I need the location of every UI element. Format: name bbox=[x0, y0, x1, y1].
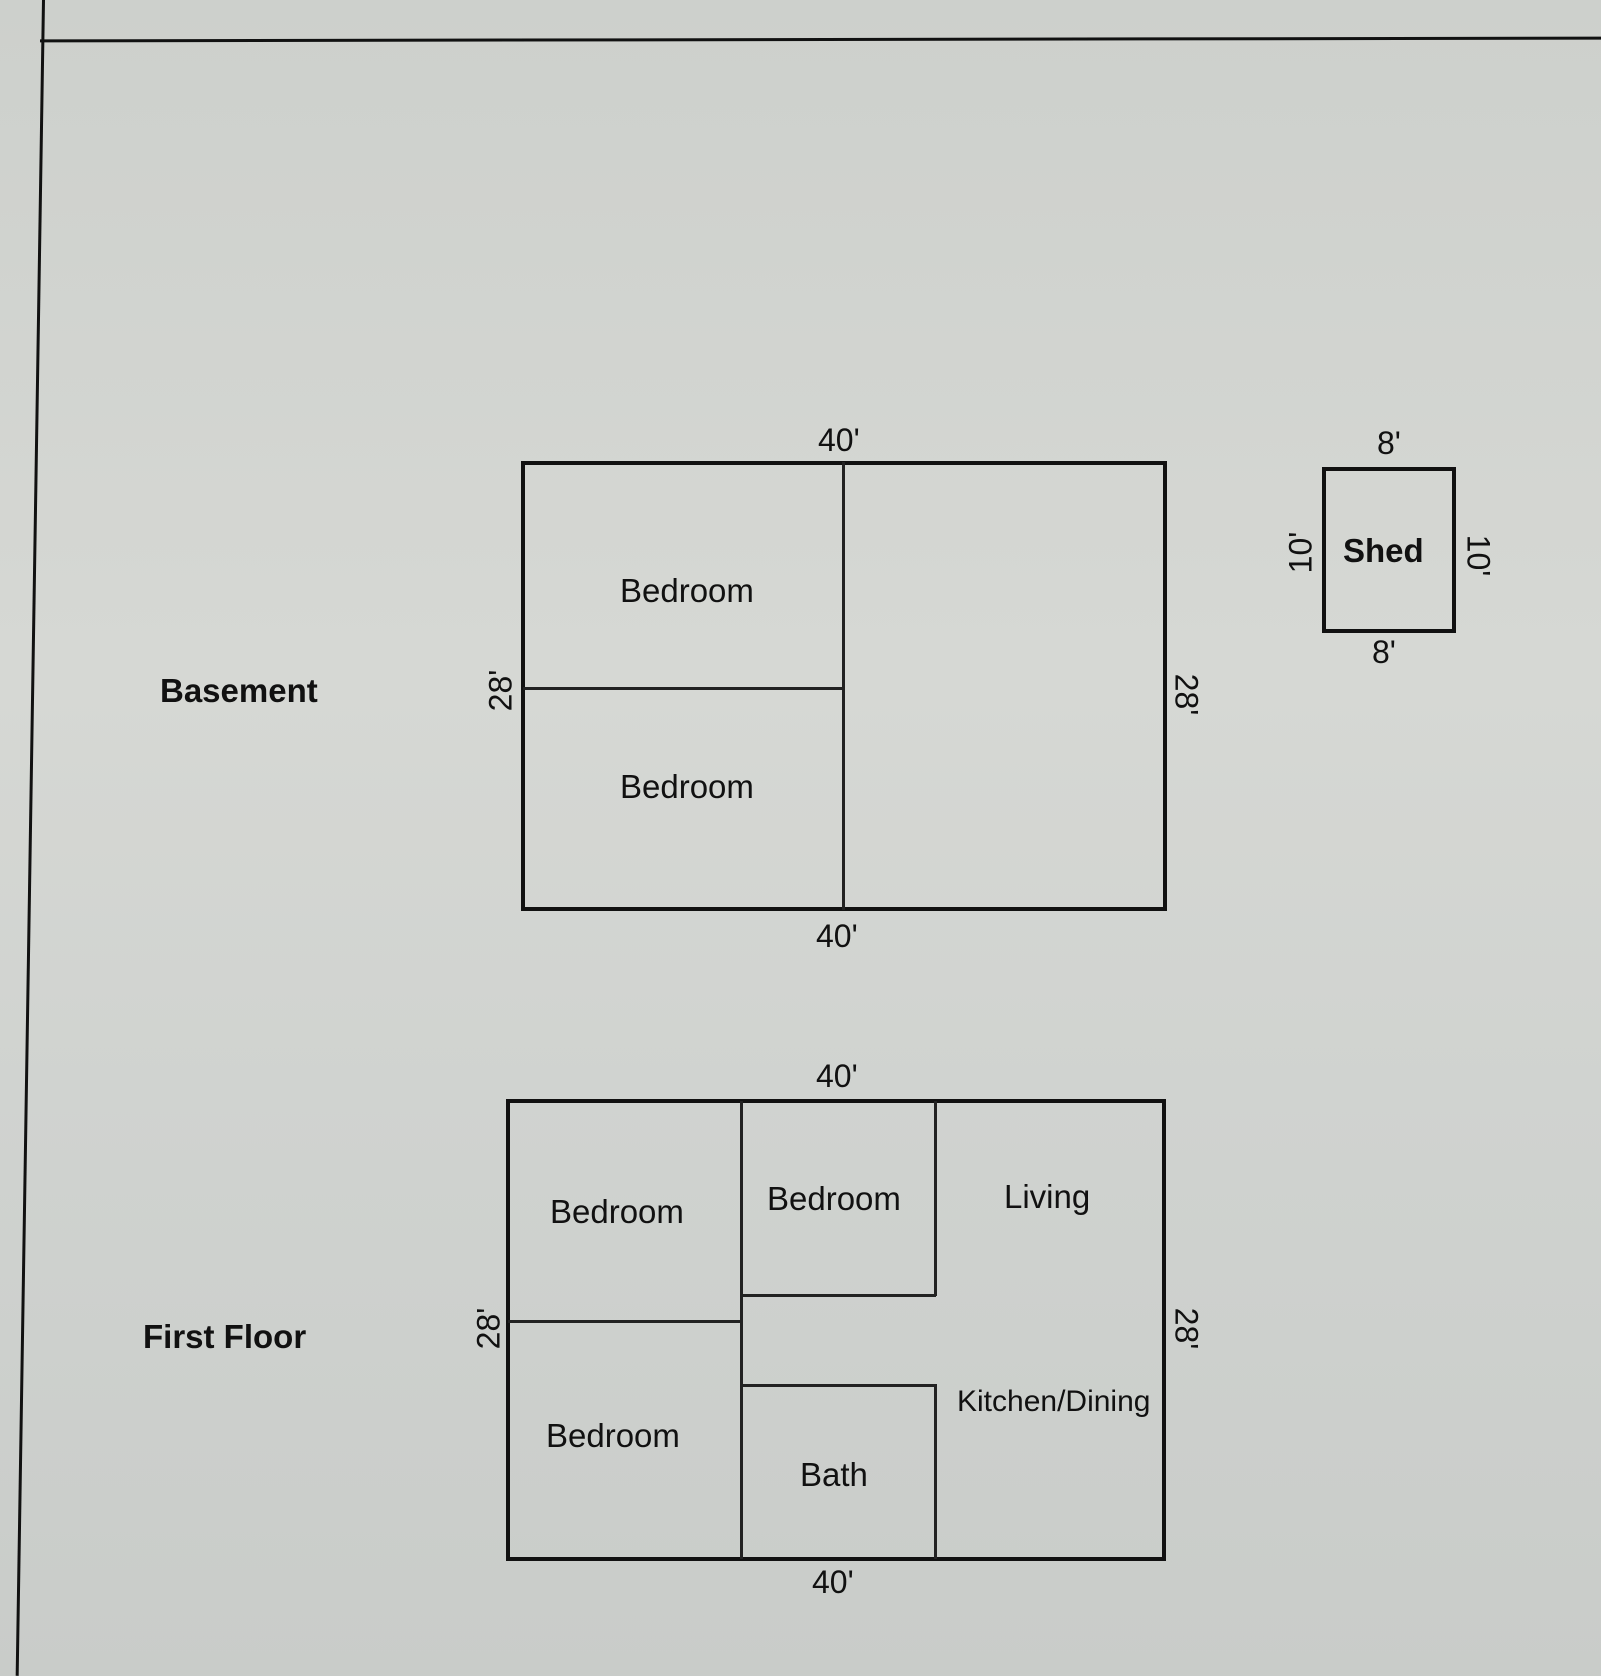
shed-dim-left: 10' bbox=[1282, 531, 1319, 574]
basement-dim-top: 40' bbox=[818, 422, 860, 458]
ff-wall-bedrooms-divider bbox=[508, 1320, 742, 1323]
ff-room-bedroom-2: Bedroom bbox=[767, 1180, 901, 1217]
basement-label: Basement bbox=[160, 672, 318, 709]
shed-dim-right: 10' bbox=[1460, 534, 1497, 577]
basement-dim-left: 28' bbox=[482, 669, 519, 712]
ff-wall-right-vertical-top bbox=[934, 1101, 937, 1296]
ff-room-bedroom-1: Bedroom bbox=[550, 1193, 684, 1230]
shed-dim-bottom: 8' bbox=[1372, 634, 1396, 670]
ff-wall-bedroom2-bottom bbox=[742, 1294, 936, 1297]
ff-room-kitchen-dining: Kitchen/Dining bbox=[957, 1385, 1151, 1418]
ff-room-bedroom-3: Bedroom bbox=[546, 1417, 680, 1454]
basement-horizontal-wall bbox=[523, 687, 843, 690]
basement-room-bedroom-1: Bedroom bbox=[620, 572, 754, 609]
basement-dim-right: 28' bbox=[1168, 673, 1205, 716]
ff-room-bath: Bath bbox=[800, 1456, 868, 1493]
basement-vertical-wall bbox=[842, 462, 845, 910]
basement-dim-bottom: 40' bbox=[816, 918, 858, 954]
ff-dim-top: 40' bbox=[816, 1058, 858, 1094]
ff-dim-left: 28' bbox=[470, 1307, 507, 1350]
first-floor-label: First Floor bbox=[143, 1318, 307, 1355]
shed-dim-top: 8' bbox=[1377, 425, 1401, 461]
ff-dim-right: 28' bbox=[1168, 1307, 1205, 1350]
shed-label: Shed bbox=[1343, 532, 1424, 569]
ff-wall-left-vertical bbox=[740, 1101, 743, 1559]
ff-wall-right-vertical-bottom bbox=[934, 1384, 937, 1559]
basement-room-bedroom-2: Bedroom bbox=[620, 768, 754, 805]
shed-outline bbox=[1322, 467, 1456, 633]
first-floor-outline bbox=[506, 1099, 1166, 1561]
ff-room-living: Living bbox=[1004, 1178, 1091, 1215]
ff-dim-bottom: 40' bbox=[812, 1564, 854, 1600]
ff-wall-bath-top bbox=[742, 1384, 936, 1387]
